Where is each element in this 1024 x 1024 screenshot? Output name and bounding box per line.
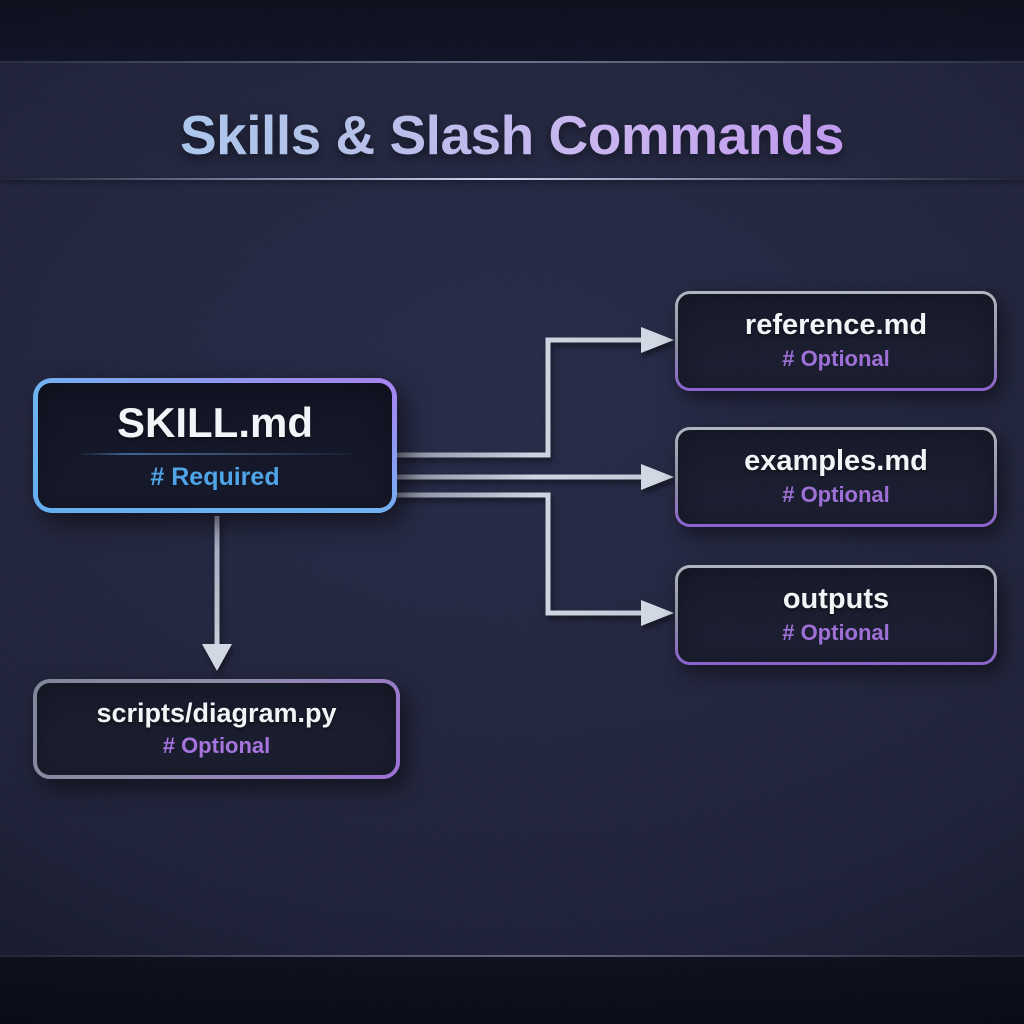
node-label: SKILL.md [117,398,313,446]
node-label: outputs [782,583,890,616]
node-tag-optional: # Optional [782,482,890,508]
arrowhead-icon [202,644,232,671]
node-tag-optional: # Optional [162,733,271,759]
node-tag-required: # Required [150,463,280,492]
arrow-skill-to-scripts [202,516,232,671]
node-label: examples.md [744,445,928,478]
arrow-skill-to-examples [397,464,674,490]
node-outputs: outputs # Optional [675,565,997,665]
node-tag-optional: # Optional [782,346,890,372]
node-label: reference.md [744,309,928,342]
node-examples-md: examples.md # Optional [675,427,997,527]
arrowhead-icon [641,464,674,490]
arrow-skill-to-reference [397,327,674,458]
node-tag-optional: # Optional [782,620,890,646]
arrowhead-icon [641,327,674,353]
arrowhead-icon [641,600,674,626]
node-skill-md: SKILL.md # Required [33,378,397,513]
node-divider [76,453,354,456]
node-reference-md: reference.md # Optional [675,291,997,391]
arrow-skill-to-outputs [397,492,674,626]
node-scripts-diagram-py: scripts/diagram.py # Optional [33,679,400,779]
node-label: scripts/diagram.py [96,698,337,729]
